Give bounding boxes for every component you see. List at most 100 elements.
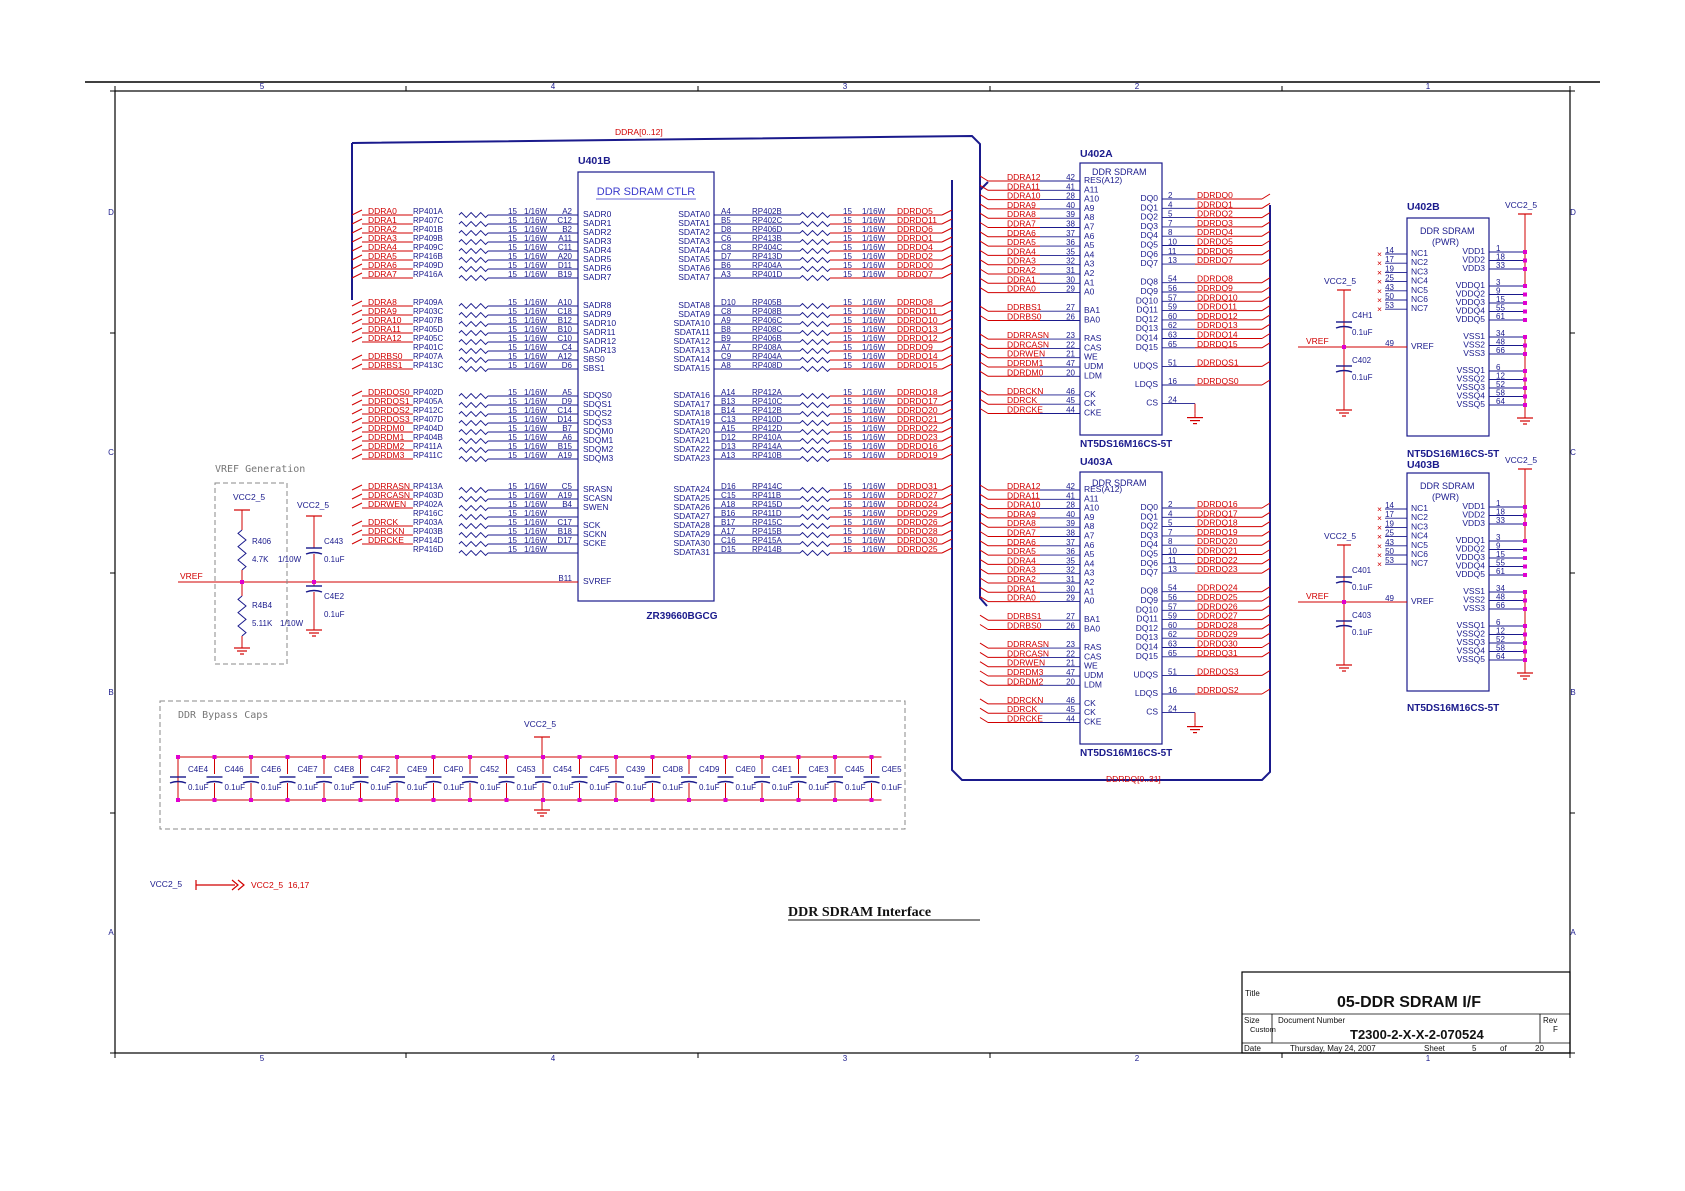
pwr_a-nc-mark: × [1377,277,1382,287]
pwr_a-right-pin: VSS2 [1463,340,1485,350]
bypass-cap-plate-bot [425,780,442,784]
ctrl-left-res-pwr: 1/16W [524,451,548,460]
bypass-cap-ref: C4F5 [590,765,610,774]
dram_b-left-pin: RES(A12) [1084,484,1122,494]
ctrl-left-res [458,356,489,364]
dram-b-title: DDR SDRAM [1092,478,1147,488]
ctrl-left-pin: SADR13 [583,345,616,355]
bus-entry [941,547,953,554]
dram_a-left-net: DDRA1 [1007,274,1036,284]
ctrl-left-rp: RP403D [413,491,443,500]
bus-entry [941,336,953,343]
bus-entry [979,707,989,714]
ctrl-right-net: DDRDQ27 [897,490,938,500]
dram_a-left-pin: CAS [1084,342,1102,352]
dram_b-right-net: DDRDQ31 [1197,648,1238,658]
ctrl-left-ball: D11 [558,261,573,270]
bus-entry [941,538,953,545]
ctrl-left-res [458,392,489,400]
ctrl-right-pin: SDATA30 [673,538,710,548]
pwr_a-right-num: 64 [1496,397,1505,406]
dram_a-right-net: DDRDQ7 [1197,255,1233,265]
pwr_b-right-num: 55 [1496,559,1505,568]
bus-entry [979,277,989,284]
offpage-arrow-1 [231,879,239,891]
pwr_a-right-pin: VDDQ5 [1456,314,1486,324]
pwr_b-rail-dot [1523,641,1527,645]
dram_b-left-num: 28 [1066,501,1075,510]
bypass-cap-val: 0.1uF [845,783,866,792]
dram_b-left-net: DDRA1 [1007,583,1036,593]
bus-entry [1261,688,1271,695]
pwr_a-right-num: 66 [1496,346,1505,355]
ctrl-left-rp: RP407B [413,316,443,325]
bus-entry [351,444,363,451]
ctrl-left-pin: SCKE [583,538,606,548]
ctrl-right-res [799,540,831,548]
ctrl-left-net: DDRCKE [368,535,404,545]
col-mark-top: 3 [843,82,848,91]
bus-entry [979,558,989,565]
ctrl-right-pin: SDATA23 [673,453,710,463]
dram_a-right-net: DDRDQ10 [1197,292,1238,302]
ctrl-right-pin: SDATA28 [673,520,710,530]
bus-entry [1261,333,1271,339]
bypass-junction-bot [249,798,253,802]
dram_b-left-net: DDRA3 [1007,565,1036,575]
bypass-junction-top [577,755,582,759]
ctrl-left-net: DDRA9 [368,306,397,316]
dram_b-left-pin: CKE [1084,717,1102,727]
bus-entry [979,651,989,658]
dram_b-right-net: DDRDQ16 [1197,499,1238,509]
pwr_b-right-pin: VDD1 [1462,501,1485,511]
pwr_a-rail-dot [1523,369,1527,373]
ctrl-left-res-val: 15 [508,243,517,252]
dram_b-left-net: DDRBS0 [1007,621,1042,631]
doc-number: T2300-2-X-X-2-070524 [1350,1027,1484,1042]
bypass-frame [159,700,906,830]
dram_b-right-pin: DQ7 [1141,567,1159,577]
pwr_b-nc-mark: × [1377,513,1382,523]
ctrl-right-res-val: 15 [843,343,852,352]
pwr_a-nc-num: 50 [1385,292,1394,301]
bypass-cap-plate-bot [352,780,369,784]
ctrl-left-net: DDRA7 [368,269,397,279]
dram_b-right-num: 8 [1168,537,1173,546]
ctrl-right-res-pwr: 1/16W [862,298,886,307]
ctrl-left-res-pwr: 1/16W [524,518,548,527]
ctrl-right-pin: SDATA24 [673,484,710,494]
ctrl-left-pin: SDQS3 [583,417,612,427]
dram_b-right-pin: DQ14 [1136,642,1158,652]
pwr_a-right-num: 3 [1496,278,1501,287]
dram_a-left-pin: A4 [1084,249,1095,259]
ctrl-right-net: DDRDQ5 [897,206,933,216]
ctrl-right-net: DDRDQ11 [897,306,937,316]
dram_a-left-num: 30 [1066,275,1075,284]
dram_a-right-pin: DQ3 [1141,221,1159,231]
bypass-junction-top [212,755,217,759]
ctrl-right-res-pwr: 1/16W [862,225,886,234]
ctrl-left-rp: RP416A [413,270,443,279]
ctrl-right-res-val: 15 [843,234,852,243]
bus-entry [941,300,953,307]
bypass-cap-val: 0.1uF [298,783,319,792]
dram_a-left-num: 27 [1066,303,1075,312]
dram_a-left-pin: UDM [1084,361,1103,371]
bus-entry [351,399,363,406]
pwr_b-vcc-label: VCC2_5 [1505,455,1537,465]
ctrl-left-res [458,211,489,219]
dram_b-left-net: DDRA6 [1007,537,1036,547]
dram_a-left-num: 42 [1066,173,1075,182]
dram_a-left-num: 21 [1066,350,1075,359]
ctrl-right-res-val: 15 [843,509,852,518]
dram_b-right-num: 16 [1168,686,1177,695]
ctrl-left-ball: A5 [562,388,572,397]
bypass-cap-plate-bot [753,780,771,784]
bypass-cap-plate-bot [498,780,515,784]
ctrl-left-pin: SADR11 [583,327,616,337]
pwr_a-right-pin: VDD2 [1462,255,1485,265]
dram_b-left-num: 26 [1066,622,1075,631]
pwr_b-nc-mark: × [1377,550,1382,560]
sheet-center-title: DDR SDRAM Interface [788,905,931,920]
bypass-cap-plate-bot [242,780,260,784]
